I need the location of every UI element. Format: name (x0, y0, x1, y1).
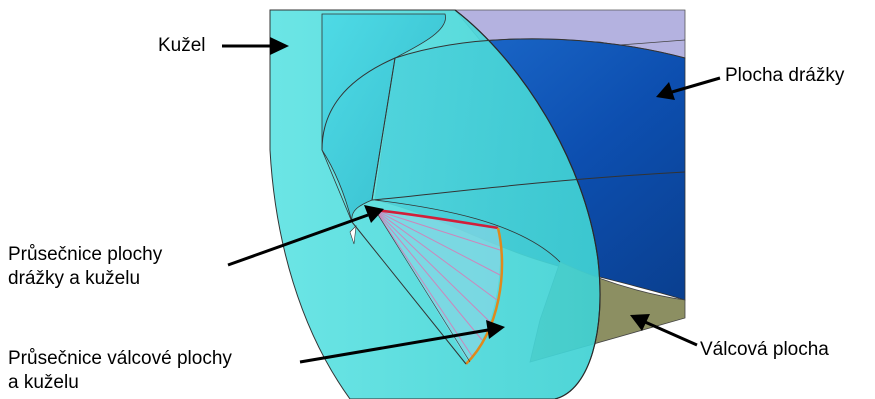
cone-outer-edge (454, 9, 601, 399)
arrow-cone-head (270, 37, 289, 55)
inner-left-edge (321, 149, 353, 223)
label-groove-surface: Plocha drážky (725, 65, 845, 86)
groove-bottom-edge (374, 199, 561, 263)
shaft-edge-line (619, 39, 686, 46)
arrow-int1 (227, 213, 369, 267)
label-cone: Kužel (158, 35, 206, 56)
groove-lower-edge (371, 171, 686, 201)
arrow-int2 (299, 328, 489, 364)
arrow-int1-head (364, 205, 384, 223)
groove-cut-region (321, 13, 446, 223)
label-cylindrical-surface: Válcová plocha (700, 339, 829, 360)
arrow-int2-head (486, 320, 505, 339)
annotation-arrows (222, 37, 721, 364)
arrow-cyl-head (630, 314, 650, 331)
arrow-cyl (644, 320, 698, 347)
cone-apex-edge (351, 221, 467, 365)
apex-marker (349, 225, 357, 245)
groove-rim-curve (321, 38, 686, 151)
label-cylinder-cone-intersection-line1: Průsečnice válcové plochy (8, 348, 232, 369)
groove-vertical-edge (371, 57, 396, 201)
label-groove-cone-intersection: Průsečnice plochy drážky a kuželu (8, 243, 162, 291)
label-cylinder-cone-intersection-line2: a kuželu (8, 372, 79, 393)
label-groove-cone-intersection-line1: Průsečnice plochy (8, 244, 163, 265)
label-groove-cone-intersection-line2: drážky a kuželu (8, 268, 141, 289)
cylinder-cone-intersection-curve (465, 227, 504, 365)
arrow-groove (671, 76, 721, 94)
arrow-groove-head (656, 82, 675, 100)
groove-cone-intersection-curve (374, 208, 499, 230)
label-cylinder-cone-intersection: Průsečnice válcové plochy a kuželu (8, 347, 232, 395)
